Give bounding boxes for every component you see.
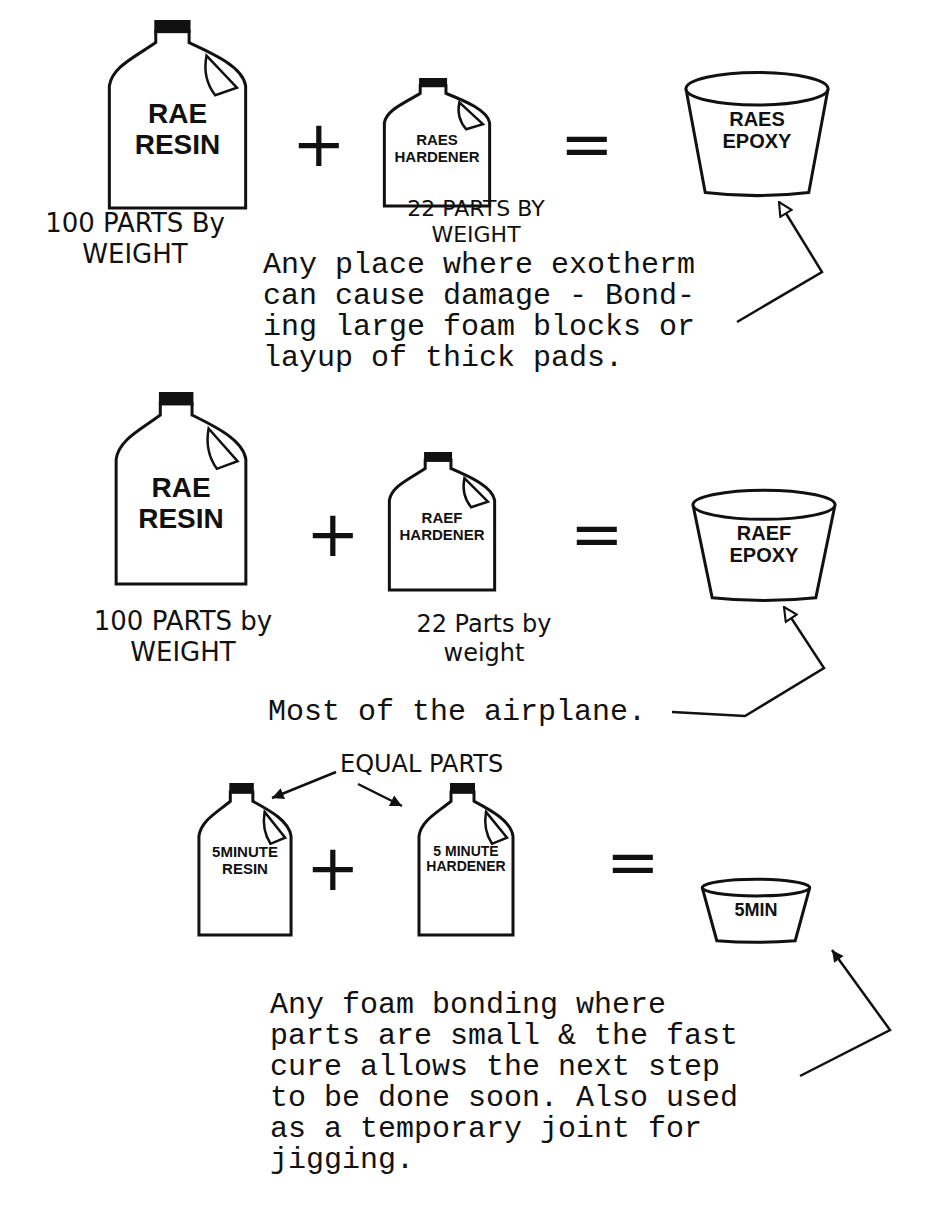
jug-cap — [154, 20, 190, 33]
jug-cap — [424, 452, 452, 462]
jug-cap — [450, 783, 475, 794]
operator-symbol: = — [560, 112, 614, 176]
jug-handle — [264, 812, 285, 844]
jug-body — [384, 86, 489, 206]
leader-arrow — [272, 772, 336, 798]
jug-handle — [464, 478, 488, 507]
cup-rim — [693, 490, 835, 519]
container-label: 5MIN — [711, 901, 801, 921]
mixing-cup: RAEF EPOXY — [690, 488, 838, 600]
container-label: RAES HARDENER — [392, 132, 482, 165]
jug-cap — [159, 392, 194, 405]
jug-handle — [208, 428, 238, 468]
leader-arrow — [672, 607, 824, 716]
operator-symbol: = — [606, 830, 660, 894]
container-label: RAE RESIN — [120, 99, 236, 161]
jug-container: RAES HARDENER — [381, 78, 493, 206]
cup-rim — [702, 879, 810, 896]
jug-handle — [485, 812, 507, 844]
leader-arrow — [358, 784, 402, 806]
jug-container: RAEF HARDENER — [386, 452, 498, 590]
leader-arrow — [800, 950, 890, 1076]
operator-symbol: = — [570, 502, 624, 566]
jug-body — [389, 460, 494, 590]
jug-container: RAE RESIN — [112, 392, 250, 584]
jug-body — [419, 792, 513, 935]
container-label: RAEF EPOXY — [705, 522, 823, 566]
mixing-cup: 5MIN — [700, 878, 812, 942]
jug-container: 5 MINUTE HARDENER — [416, 783, 516, 935]
container-label: RAE RESIN — [126, 473, 236, 535]
jug-cap — [419, 78, 447, 87]
jug-cap — [229, 783, 254, 794]
part-ratio: 22 Parts by weight — [404, 610, 564, 668]
operator-symbol: + — [306, 836, 360, 900]
leader-arrow — [737, 202, 822, 322]
container-label: 5 MINUTE HARDENER — [426, 844, 506, 875]
container-label: 5MINUTE RESIN — [206, 844, 284, 877]
usage-note: Most of the airplane. — [268, 697, 664, 728]
usage-note: Any place where exotherm can cause damag… — [263, 250, 713, 374]
jug-handle — [459, 102, 483, 129]
container-label: RAEF HARDENER — [397, 510, 487, 543]
jug-container: 5MINUTE RESIN — [196, 783, 294, 935]
jug-container: RAE RESIN — [105, 20, 250, 208]
annotation-label: EQUAL PARTS — [340, 752, 503, 776]
operator-symbol: + — [306, 502, 360, 566]
container-label: RAES EPOXY — [698, 108, 816, 152]
part-ratio: 22 PARTS BY WEIGHT — [398, 196, 554, 249]
part-ratio: 100 PARTS By WEIGHT — [35, 208, 235, 270]
part-ratio: 100 PARTS by WEIGHT — [78, 606, 288, 668]
jug-body — [199, 792, 291, 935]
jug-body — [109, 31, 245, 208]
usage-note: Any foam bonding where parts are small &… — [270, 990, 756, 1176]
jug-body — [116, 404, 246, 584]
operator-symbol: + — [292, 112, 346, 176]
cup-rim — [686, 73, 828, 106]
jug-handle — [205, 56, 237, 95]
mixing-cup: RAES EPOXY — [683, 70, 831, 195]
